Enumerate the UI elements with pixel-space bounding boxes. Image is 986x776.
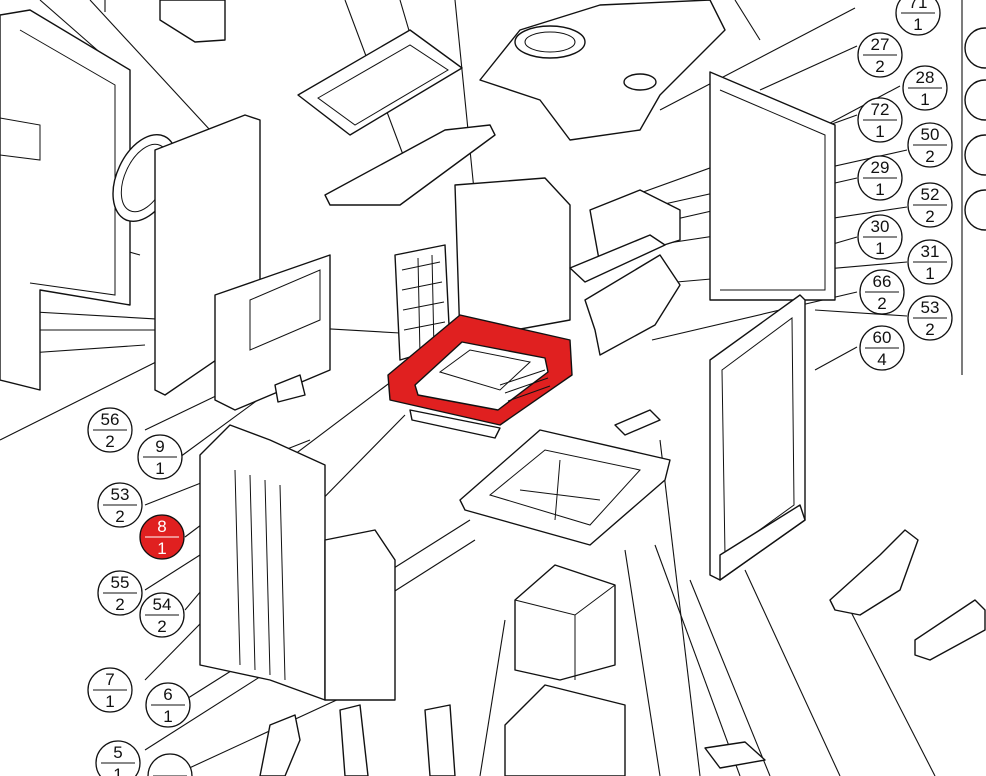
rear-side-panel — [214, 254, 331, 411]
back-fire-brick — [454, 177, 571, 341]
callout-quantity: 1 — [163, 707, 172, 726]
callout-quantity: 1 — [157, 539, 166, 558]
callout-quantity: 1 — [913, 15, 922, 34]
right-door-frame — [709, 294, 806, 581]
callout-quantity: 2 — [925, 147, 934, 166]
right-side-panel — [709, 71, 836, 301]
callout-quantity: 4 — [877, 350, 886, 369]
callout-part-number: 30 — [871, 217, 890, 236]
callout-part-number: 8 — [157, 517, 166, 536]
lower-box — [504, 684, 626, 776]
callout: 272 — [857, 32, 903, 78]
callout-quantity: 1 — [875, 122, 884, 141]
callout: 562 — [87, 407, 133, 453]
callout: 532 — [907, 295, 953, 341]
callout-quantity: 2 — [925, 207, 934, 226]
baffle-plate — [297, 29, 463, 136]
stove-legs — [259, 704, 456, 776]
callout-part-number: 7 — [105, 670, 114, 689]
callout-part-number: 27 — [871, 35, 890, 54]
callout-quantity: 1 — [925, 264, 934, 283]
callout-circle — [95, 740, 141, 776]
callout-quantity: 1 — [875, 239, 884, 258]
callout-quantity: 2 — [115, 595, 124, 614]
callout: 2 — [147, 753, 193, 776]
callout-part-number: 31 — [921, 242, 940, 261]
callout-circle — [895, 0, 941, 36]
callout-quantity: 2 — [877, 294, 886, 313]
top-vermiculite-board — [324, 124, 496, 206]
callout-part-number: 52 — [921, 185, 940, 204]
callout-highlighted: 81 — [139, 514, 185, 560]
callout: 721 — [857, 97, 903, 143]
callout-part-number: 72 — [871, 100, 890, 119]
ash-tool — [704, 741, 766, 769]
burn-box-highlighted — [387, 314, 573, 439]
front-door — [199, 424, 396, 701]
door-handle — [829, 529, 919, 616]
callout-quantity: 2 — [157, 617, 166, 636]
callout-quantity: 2 — [115, 507, 124, 526]
callout: 522 — [907, 182, 953, 228]
callout: 301 — [857, 214, 903, 260]
callout: 61 — [145, 682, 191, 728]
callout: 711 — [895, 0, 941, 36]
callout-quantity: 1 — [105, 692, 114, 711]
callout: 542 — [139, 592, 185, 638]
callout-quantity: 2 — [105, 432, 114, 451]
callout-part-number: 53 — [111, 485, 130, 504]
callout-quantity: 2 — [925, 320, 934, 339]
callout-quantity: 1 — [920, 90, 929, 109]
callout: 502 — [907, 122, 953, 168]
callout-part-number: 6 — [163, 685, 172, 704]
callout: 291 — [857, 155, 903, 201]
callout-part-number: 53 — [921, 298, 940, 317]
callout: 91 — [137, 434, 183, 480]
ash-grate-frame — [459, 409, 671, 546]
callout-part-number: 54 — [153, 595, 172, 614]
callout-part-number: 28 — [916, 68, 935, 87]
callout: 662 — [859, 269, 905, 315]
callout: 71 — [87, 667, 133, 713]
callout: 552 — [97, 570, 143, 616]
callout-part-number: 56 — [101, 410, 120, 429]
callout-part-number: 55 — [111, 573, 130, 592]
callout-part-number: 5 — [113, 743, 122, 762]
callout-part-number: 60 — [873, 328, 892, 347]
callout-part-number: 50 — [921, 125, 940, 144]
callout: 281 — [902, 65, 948, 111]
callout-part-number: 9 — [155, 437, 164, 456]
callout-quantity: 1 — [875, 180, 884, 199]
callout: 532 — [97, 482, 143, 528]
top-cover-casting — [479, 0, 726, 141]
control-bracket — [569, 189, 681, 356]
callout-part-number: 66 — [873, 272, 892, 291]
ash-pan — [514, 564, 616, 681]
callout: 604 — [859, 325, 905, 371]
left-side-panel — [0, 9, 131, 391]
callout-quantity: 1 — [155, 459, 164, 478]
side-rail — [914, 599, 986, 661]
callout-quantity: 2 — [875, 57, 884, 76]
callout-part-number: 29 — [871, 158, 890, 177]
callout-quantity: 1 — [113, 765, 122, 776]
callout-part-number: 71 — [909, 0, 928, 12]
callout: 311 — [907, 239, 953, 285]
right-edge-table — [961, 0, 986, 375]
callout: 51 — [95, 740, 141, 776]
callout-circle — [147, 753, 193, 776]
top-left-bracket — [159, 0, 226, 43]
